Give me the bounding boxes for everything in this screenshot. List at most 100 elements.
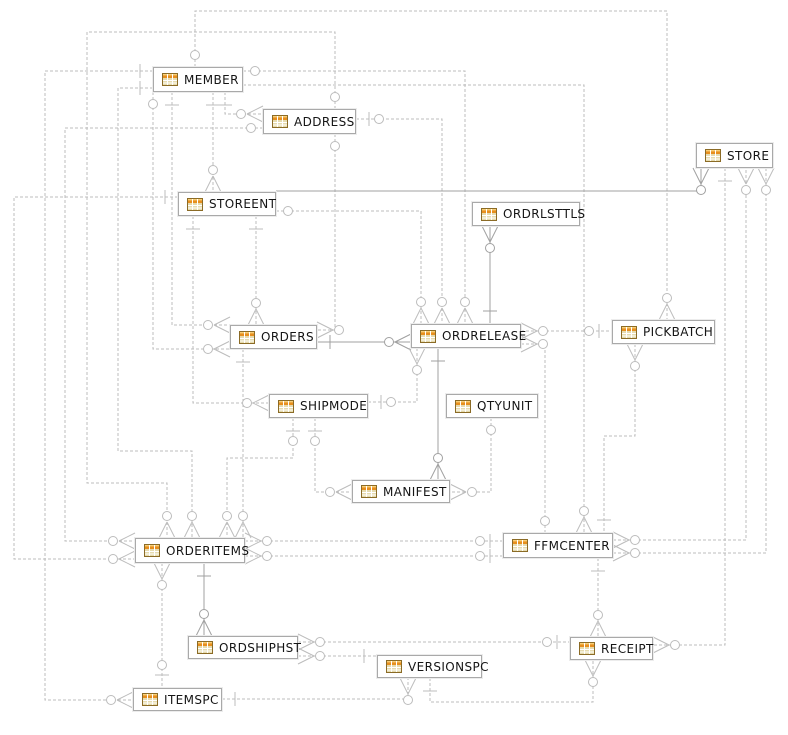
optionality-circle (485, 243, 495, 253)
table-icon (512, 539, 528, 552)
optionality-circle (262, 551, 272, 561)
cardinality-mark (612, 531, 630, 541)
cardinality-mark (634, 343, 644, 361)
cardinality-mark (218, 521, 228, 539)
entity-label: SHIPMODE (300, 399, 368, 413)
entity-label: FFMCENTER (534, 538, 610, 553)
entity-versionspc[interactable]: VERSIONSPC (377, 655, 489, 678)
relationship-line (64, 127, 263, 542)
cardinality-mark (584, 659, 594, 677)
entity-shipmode[interactable]: SHIPMODE (269, 394, 368, 418)
optionality-circle (334, 325, 344, 335)
optionality-circle (315, 651, 325, 661)
cardinality-mark (297, 647, 315, 657)
optionality-circle (242, 398, 252, 408)
cardinality-mark (589, 620, 599, 638)
cardinality-mark (652, 644, 670, 654)
table-icon (272, 115, 288, 128)
cardinality-mark (252, 402, 270, 412)
entity-ordrlsttls[interactable]: ORDRLSTTLS (472, 202, 585, 226)
cardinality-mark (592, 659, 602, 677)
optionality-circle (187, 511, 197, 521)
table-icon (187, 197, 203, 211)
cardinality-mark (437, 463, 447, 481)
cardinality-mark (204, 175, 214, 193)
entity-label: ORDERS (261, 330, 314, 344)
cardinality-mark (203, 619, 213, 637)
optionality-circle (741, 185, 751, 195)
cardinality-mark (212, 175, 222, 193)
cardinality-mark (195, 619, 205, 637)
relationship-line (224, 92, 263, 115)
cardinality-mark (116, 699, 134, 709)
optionality-circle (630, 548, 640, 558)
table-icon (197, 641, 213, 654)
optionality-circle (238, 511, 248, 521)
optionality-circle (310, 436, 320, 446)
cardinality-mark (394, 341, 412, 351)
entity-manifest[interactable]: MANIFEST (352, 480, 450, 503)
cardinality-mark (420, 307, 430, 325)
entity-ffmcenter[interactable]: FFMCENTER (503, 533, 613, 558)
table-icon (162, 73, 178, 86)
optionality-circle (670, 640, 680, 650)
optionality-circle (437, 297, 447, 307)
cardinality-mark (118, 540, 136, 550)
entity-ordrelease[interactable]: ORDRELEASE (411, 324, 526, 348)
cardinality-mark (416, 347, 426, 365)
cardinality-mark (652, 636, 670, 646)
entity-qtyunit[interactable]: QTYUNIT (446, 394, 538, 418)
optionality-circle (696, 185, 706, 195)
cardinality-mark (255, 308, 265, 326)
entity-label: ADDRESS (294, 114, 355, 129)
relationship-line (13, 196, 178, 560)
entity-address[interactable]: ADDRESS (263, 109, 356, 134)
entity-store[interactable]: STORE (696, 143, 773, 168)
relationship-line (117, 87, 193, 538)
entity-pickbatch[interactable]: PICKBATCH (612, 320, 715, 344)
relationship-line (192, 216, 269, 404)
optionality-circle (433, 453, 443, 463)
cardinality-mark (612, 552, 630, 562)
optionality-circle (236, 109, 246, 119)
optionality-circle (246, 123, 256, 133)
entity-label: MEMBER (184, 72, 239, 87)
cardinality-mark (433, 307, 443, 325)
cardinality-mark (183, 521, 193, 539)
entity-ordshiphst[interactable]: ORDSHIPHST (188, 636, 301, 659)
relationship-line (86, 31, 336, 538)
cardinality-mark (191, 521, 201, 539)
cardinality-mark (247, 308, 257, 326)
optionality-circle (325, 487, 335, 497)
entity-itemspc[interactable]: ITEMSPC (133, 688, 222, 711)
cardinality-mark (153, 562, 163, 580)
optionality-circle (330, 92, 340, 102)
cardinality-mark (213, 348, 231, 358)
relationship-line (152, 92, 230, 350)
optionality-circle (108, 554, 118, 564)
table-icon (144, 544, 160, 557)
relationship-line (603, 344, 636, 533)
entity-label: QTYUNIT (477, 399, 533, 413)
cardinality-mark (583, 516, 593, 534)
cardinality-mark (244, 555, 262, 565)
table-icon (579, 642, 595, 655)
optionality-circle (538, 339, 548, 349)
cardinality-mark (316, 329, 334, 339)
cardinality-mark (765, 167, 775, 185)
relationship-line (450, 418, 492, 493)
entity-storeent[interactable]: STOREENT (178, 192, 276, 216)
cardinality-mark (408, 347, 418, 365)
relationship-line (243, 84, 585, 533)
entity-receipt[interactable]: RECEIPT (570, 637, 653, 660)
cardinality-mark (520, 335, 538, 345)
cardinality-mark (745, 167, 755, 185)
optionality-circle (412, 365, 422, 375)
cardinality-mark (252, 394, 270, 404)
cardinality-mark (116, 691, 134, 701)
entity-orderitems[interactable]: ORDERITEMS (135, 538, 249, 563)
optionality-circle (106, 695, 116, 705)
relationship-line (276, 168, 702, 192)
entity-orders[interactable]: ORDERS (230, 325, 317, 349)
entity-member[interactable]: MEMBER (153, 67, 243, 92)
